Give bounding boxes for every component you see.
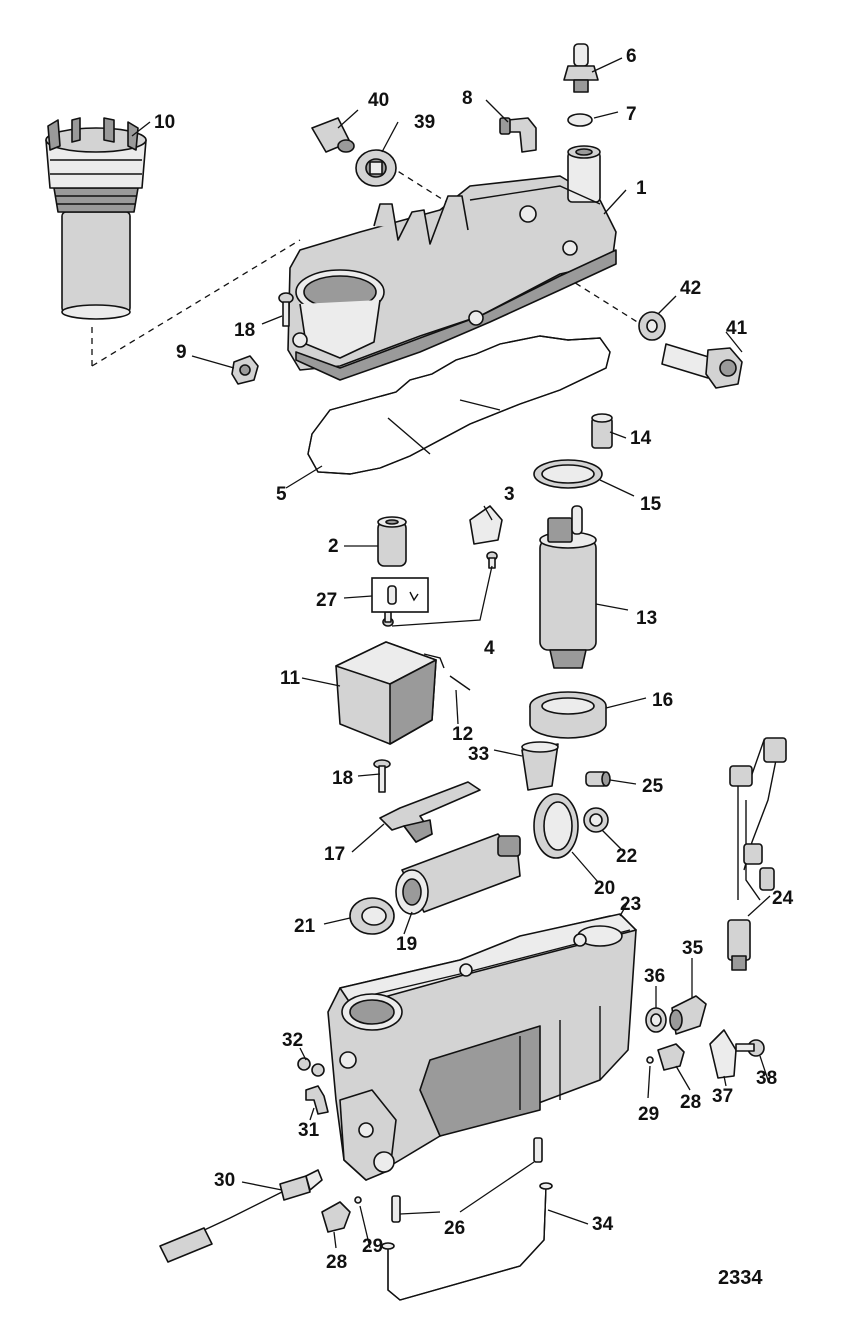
callout-25: 25 — [642, 776, 664, 797]
part-19-pump — [395, 833, 521, 915]
part-36-o-ring — [645, 1007, 667, 1033]
part-14-bushing — [591, 413, 613, 449]
part-40-plug — [311, 117, 355, 153]
callout-29-left: 29 — [362, 1236, 383, 1257]
part-25-fitting — [585, 771, 611, 787]
part-20-ring — [533, 793, 579, 859]
callout-13: 13 — [636, 608, 657, 629]
callout-42: 42 — [680, 278, 701, 299]
dashed-line-filter-cover — [91, 239, 301, 367]
part-28-fitting-left — [321, 1201, 351, 1233]
part-13-fuel-pump — [539, 505, 597, 669]
part-29-o-ring-left — [354, 1196, 362, 1204]
callout-21: 21 — [294, 916, 316, 937]
part-24-wiring-harness — [727, 737, 787, 971]
part-31-elbow — [305, 1085, 329, 1115]
part-17-bracket — [379, 781, 481, 843]
callout-6: 6 — [626, 46, 637, 67]
callout-18-lower: 18 — [332, 768, 353, 789]
callout-38: 38 — [756, 1068, 777, 1089]
callout-32: 32 — [282, 1030, 303, 1051]
part-9-nut — [231, 355, 259, 385]
part-22-fitting — [583, 807, 609, 833]
part-18-screw-lower — [373, 759, 391, 793]
part-3-clip — [469, 505, 503, 545]
callout-2: 2 — [328, 536, 339, 557]
part-28-fitting-right — [657, 1043, 685, 1071]
part-11-filter-housing — [335, 641, 445, 745]
part-34-hose — [381, 1182, 553, 1301]
callout-37: 37 — [712, 1086, 733, 1107]
callout-14: 14 — [630, 428, 652, 449]
callout-24: 24 — [772, 888, 794, 909]
part-10-filter-element — [45, 117, 147, 320]
part-7-o-ring — [567, 113, 593, 127]
callout-7: 7 — [626, 104, 637, 125]
callout-1: 1 — [636, 178, 647, 199]
part-16-seal-ring — [529, 691, 607, 739]
figure-number: 2334 — [718, 1267, 763, 1289]
part-42-washer — [638, 311, 666, 341]
part-5-gasket — [307, 335, 611, 475]
part-21-washer — [349, 897, 395, 935]
callout-22: 22 — [616, 846, 637, 867]
leader-lines — [131, 57, 771, 1249]
callout-28-left: 28 — [326, 1252, 347, 1273]
callout-20: 20 — [594, 878, 615, 899]
part-8-elbow-fitting — [499, 117, 537, 153]
callout-3: 3 — [504, 484, 515, 505]
part-18-screw-upper — [278, 292, 294, 327]
callout-30: 30 — [214, 1170, 235, 1191]
part-1-upper-cover — [287, 145, 617, 381]
part-29-o-ring-right — [646, 1056, 654, 1064]
callout-8: 8 — [462, 88, 473, 109]
callout-18-upper: 18 — [234, 320, 255, 341]
callout-31: 31 — [298, 1120, 320, 1141]
callout-39: 39 — [414, 112, 435, 133]
callout-23: 23 — [620, 894, 641, 915]
part-6-fitting — [563, 43, 599, 93]
part-4-screws — [382, 551, 498, 627]
callout-36: 36 — [644, 966, 665, 987]
part-26-fittings — [391, 1137, 543, 1223]
part-35-fitting — [669, 995, 707, 1035]
callout-19: 19 — [396, 934, 417, 955]
callout-41: 41 — [726, 318, 748, 339]
callout-33: 33 — [468, 744, 489, 765]
part-38-screw — [735, 1039, 765, 1057]
callout-28-right: 28 — [680, 1092, 701, 1113]
callout-29-right: 29 — [638, 1104, 659, 1125]
part-12-pin — [449, 675, 471, 691]
part-39-grommet — [355, 149, 397, 187]
callout-34: 34 — [592, 1214, 614, 1235]
callout-11: 11 — [280, 668, 301, 689]
part-32-plugs — [297, 1057, 325, 1077]
callout-4: 4 — [484, 638, 495, 659]
callout-26: 26 — [444, 1218, 465, 1239]
callout-27: 27 — [316, 590, 337, 611]
part-23-lower-housing — [327, 913, 637, 1181]
callout-35: 35 — [682, 938, 704, 959]
callout-5: 5 — [276, 484, 287, 505]
callout-40: 40 — [368, 90, 389, 111]
callout-17: 17 — [324, 844, 345, 865]
callout-12: 12 — [452, 724, 473, 745]
part-27-kit-box — [371, 577, 429, 613]
part-15-ring — [533, 459, 603, 489]
part-41-bolt — [661, 343, 743, 389]
part-2-connector — [377, 516, 407, 567]
part-37-clamp — [709, 1029, 737, 1079]
callout-9: 9 — [176, 342, 187, 363]
callout-15: 15 — [640, 494, 662, 515]
callout-16: 16 — [652, 690, 673, 711]
part-33-cup — [521, 741, 559, 791]
callout-10: 10 — [154, 112, 175, 133]
part-30-sensor — [159, 1169, 323, 1263]
